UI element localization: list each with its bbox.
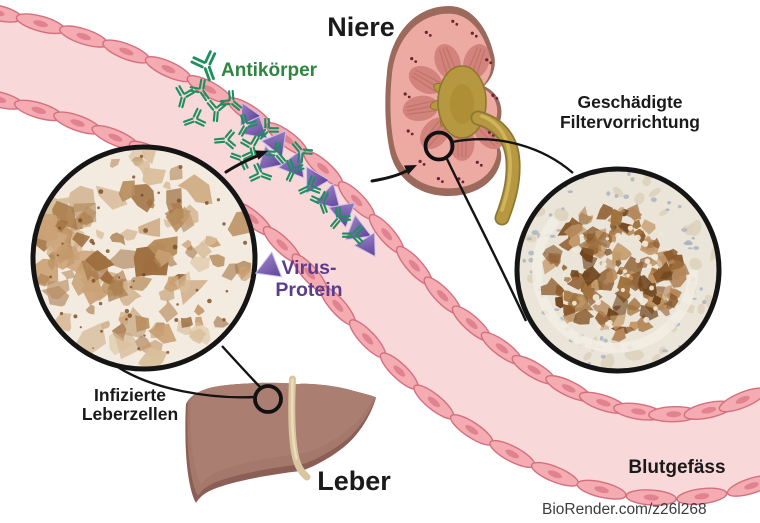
arrow-inset-to-vessel — [224, 150, 268, 174]
virus-label-line2: Protein — [275, 279, 342, 301]
kidney-label: Niere — [327, 12, 395, 42]
infected-label-line1: Infizierte — [94, 385, 166, 405]
connector-kidney-to-inset-2 — [445, 158, 528, 322]
connector-inset-to-liver-1 — [111, 362, 256, 399]
glomerulus-inset-ring — [514, 166, 722, 374]
falciform-ligament — [288, 375, 311, 481]
glomerulus-tissue — [522, 170, 718, 371]
liver-inset-ring — [30, 144, 258, 372]
arrow-vessel-to-kidney — [370, 165, 417, 183]
kidney-zoom-circle — [423, 130, 455, 162]
connector-inset-to-liver-2 — [221, 345, 263, 390]
biorender-credit: BioRender.com/z26l268 — [542, 501, 707, 518]
liver-illustration — [185, 375, 376, 503]
kidney-illustration — [385, 6, 521, 226]
ureter — [470, 110, 521, 226]
connector-kidney-to-inset-1 — [451, 138, 574, 174]
glomerulus-micrograph-inset — [514, 166, 722, 374]
liver-micrograph-cells — [33, 147, 255, 369]
vessel-label: Blutgefäss — [628, 457, 725, 478]
liver-micrograph-inset — [30, 144, 258, 372]
vessel-lumen — [0, 13, 760, 499]
filter-label-line2: Filtervorrichtung — [560, 112, 700, 132]
antibody-label: Antikörper — [221, 60, 318, 81]
liver-zoom-circle — [253, 384, 283, 414]
virus-label-line1: Virus- — [282, 257, 337, 279]
liver-shading — [187, 382, 376, 496]
filter-label-line1: Geschädigte — [577, 92, 682, 112]
infected-label-line2: Leberzellen — [82, 404, 178, 424]
liver-label: Leber — [317, 466, 391, 496]
